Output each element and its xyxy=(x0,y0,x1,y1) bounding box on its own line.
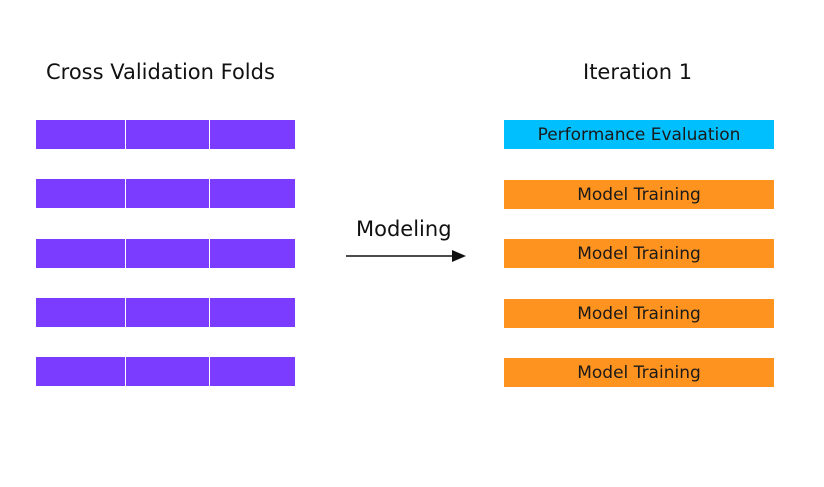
fold-row-1 xyxy=(36,120,295,149)
fold-segment xyxy=(210,239,295,268)
fold-row-2 xyxy=(36,179,295,208)
modeling-label: Modeling xyxy=(356,217,452,241)
fold-segment xyxy=(36,298,125,327)
fold-segment xyxy=(210,120,295,149)
fold-segment xyxy=(210,298,295,327)
fold-segment xyxy=(36,239,125,268)
fold-segment xyxy=(126,357,209,386)
fold-segment xyxy=(126,298,209,327)
fold-row-5 xyxy=(36,357,295,386)
fold-row-3 xyxy=(36,239,295,268)
cross-validation-folds-title: Cross Validation Folds xyxy=(46,60,275,84)
fold-segment xyxy=(36,120,125,149)
fold-segment xyxy=(126,239,209,268)
fold-segment xyxy=(36,179,125,208)
model-training-bar-3: Model Training xyxy=(504,299,774,328)
model-training-bar-4: Model Training xyxy=(504,358,774,387)
fold-segment xyxy=(126,120,209,149)
fold-segment xyxy=(36,357,125,386)
fold-segment xyxy=(210,357,295,386)
fold-segment xyxy=(210,179,295,208)
fold-segment xyxy=(126,179,209,208)
iteration-title: Iteration 1 xyxy=(583,60,693,84)
model-training-bar-2: Model Training xyxy=(504,239,774,268)
right-arrow-icon xyxy=(346,250,466,262)
model-training-bar-1: Model Training xyxy=(504,180,774,209)
performance-evaluation-bar: Performance Evaluation xyxy=(504,120,774,149)
fold-row-4 xyxy=(36,298,295,327)
